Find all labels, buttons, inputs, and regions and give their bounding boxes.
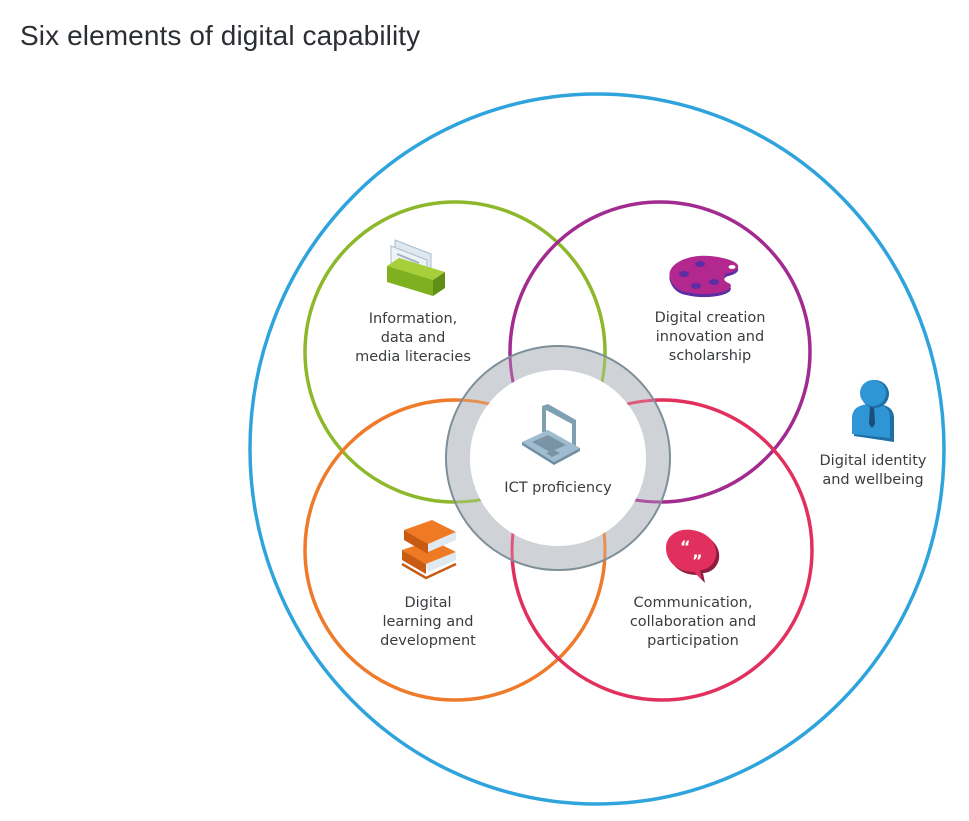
paint-palette-icon — [669, 255, 739, 298]
ict-ring — [446, 346, 670, 570]
books-icon — [401, 520, 457, 580]
information-label: Information, data and media literacies — [355, 311, 471, 365]
identity-label-line: Digital identity — [820, 453, 927, 469]
person-icon — [852, 380, 894, 442]
svg-text:“: “ — [680, 537, 691, 556]
svg-text:”: ” — [692, 551, 703, 570]
learning-label-line: learning and — [382, 614, 473, 630]
identity-label-line: and wellbeing — [822, 472, 923, 488]
learning-label: Digital learning and development — [380, 595, 476, 649]
ict-label: ICT proficiency — [504, 480, 612, 496]
identity-label: Digital identity and wellbeing — [820, 453, 927, 488]
creation-label-line: scholarship — [669, 348, 751, 364]
learning-label-line: development — [380, 633, 476, 649]
outer-identity-circle — [248, 92, 946, 806]
learning-label-line: Digital — [404, 595, 451, 611]
communication-label-line: Communication, — [634, 595, 753, 611]
information-label-line: Information, — [369, 311, 458, 327]
communication-label-line: collaboration and — [630, 614, 756, 630]
ict-label-line: ICT proficiency — [504, 480, 612, 496]
information-label-line: media literacies — [355, 349, 471, 365]
creation-label-line: innovation and — [656, 329, 764, 345]
laptop-icon — [522, 404, 580, 465]
page-title: Six elements of digital capability — [20, 20, 421, 51]
speech-bubble-icon: “ ” — [666, 529, 720, 583]
card-index-box-icon — [387, 239, 445, 296]
creation-label-line: Digital creation — [655, 310, 766, 326]
creation-label: Digital creation innovation and scholars… — [655, 310, 766, 364]
information-label-line: data and — [381, 330, 446, 346]
communication-label: Communication, collaboration and partici… — [630, 595, 756, 649]
communication-label-line: participation — [647, 633, 739, 649]
